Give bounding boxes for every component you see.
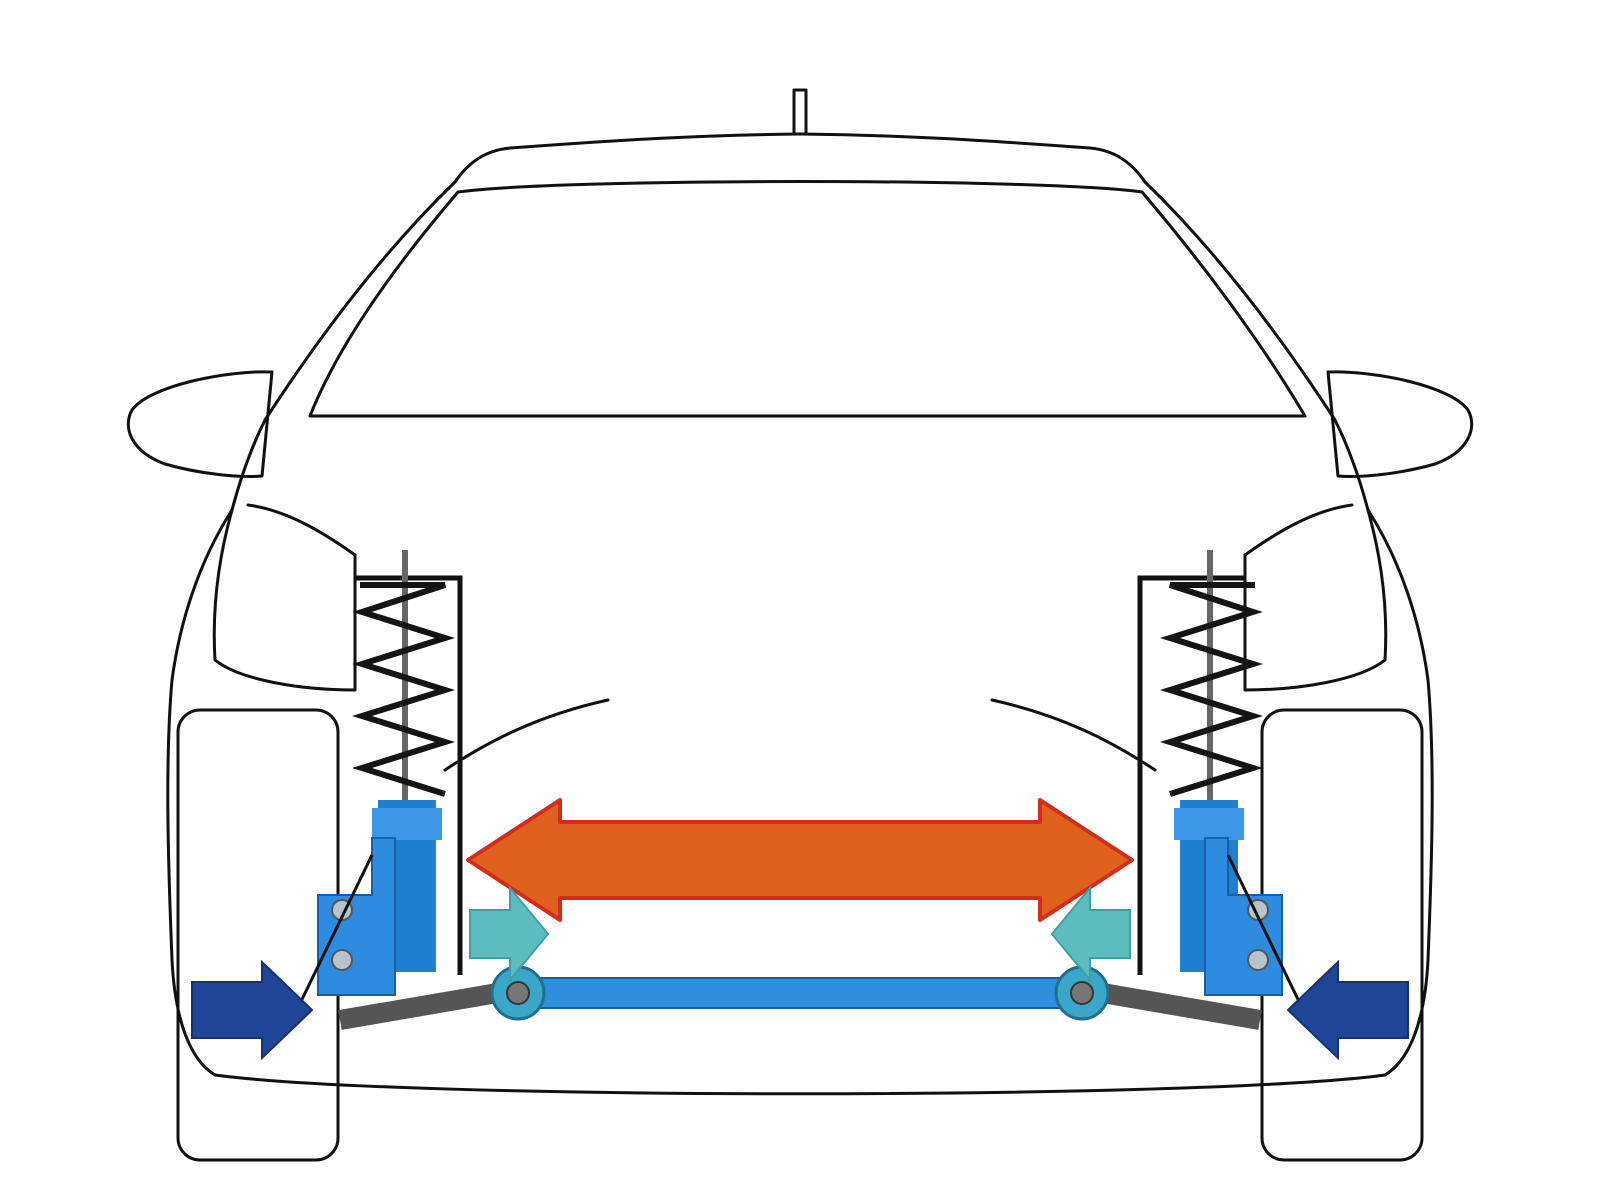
right-teal-arrow-left-icon xyxy=(1050,885,1131,983)
left-strut-tower xyxy=(355,575,463,975)
windshield xyxy=(308,180,1307,418)
left-body-side xyxy=(166,508,234,1077)
bumper-lower xyxy=(213,1073,1387,1096)
right-bushing-center xyxy=(1070,981,1094,1005)
left-strut xyxy=(290,550,456,1021)
right-lower-arm xyxy=(1083,980,1262,1030)
left-navy-arrow-right-icon xyxy=(191,959,314,1061)
lower-tie-bar xyxy=(514,977,1086,1009)
right-navy-arrow-left-icon xyxy=(1286,959,1409,1061)
right-headlight xyxy=(1243,503,1388,692)
roof-line xyxy=(453,132,1147,184)
right-body-side xyxy=(1366,508,1434,1077)
right-coil-spring xyxy=(1159,582,1264,797)
left-coil-spring xyxy=(351,582,456,797)
left-headlight xyxy=(212,503,357,692)
right-bolt-lower xyxy=(1247,949,1269,971)
right-knuckle-line xyxy=(1226,854,1310,1021)
antenna xyxy=(792,88,808,136)
left-teal-arrow-right-icon xyxy=(469,885,550,983)
right-damper-cap xyxy=(1174,808,1244,840)
tie-bar-bushings xyxy=(490,965,1110,1021)
left-pillar xyxy=(230,180,457,512)
double-headed-arrow xyxy=(466,798,1134,922)
right-mirror xyxy=(1326,370,1474,478)
right-strut xyxy=(1159,550,1310,1021)
right-pillar xyxy=(1143,180,1370,512)
left-bolt-lower xyxy=(331,949,353,971)
left-knuckle-line xyxy=(290,854,374,1021)
left-damper-cap xyxy=(372,808,442,840)
left-mirror xyxy=(126,370,274,478)
left-lower-arm xyxy=(338,980,517,1030)
lower-arms xyxy=(338,980,1262,1030)
left-bushing-center xyxy=(506,981,530,1005)
